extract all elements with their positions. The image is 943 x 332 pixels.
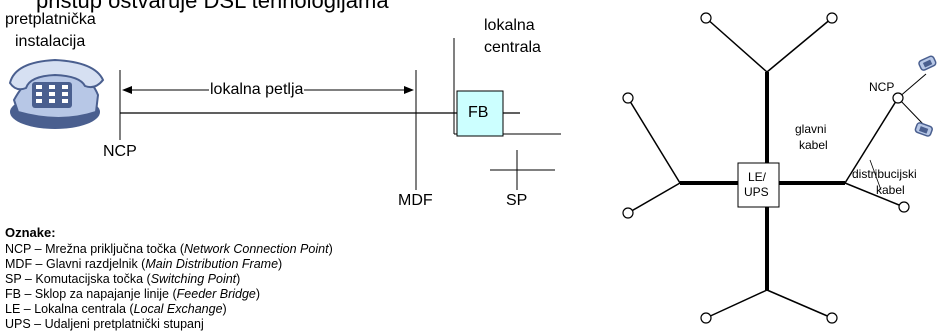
subscriber-label-2: instalacija bbox=[15, 33, 86, 50]
legend-item: UPS – Udaljeni pretplatnički stupanj bbox=[5, 317, 204, 331]
page-title: pristup ostvaruje DSL tehnologijama bbox=[36, 0, 389, 13]
telephone-icon bbox=[8, 58, 105, 129]
center-label-2: UPS bbox=[744, 185, 769, 199]
exchange-label-1: lokalna bbox=[484, 17, 535, 34]
arrow-right-icon bbox=[404, 86, 414, 94]
node-circle bbox=[700, 312, 712, 324]
legend-item: NCP – Mrežna priključna točka (Network C… bbox=[5, 242, 333, 256]
node-circle bbox=[826, 312, 838, 324]
legend-item: MDF – Glavni razdjelnik (Main Distributi… bbox=[5, 257, 283, 271]
legend-item: SP – Komutacijska točka (Switching Point… bbox=[5, 272, 241, 286]
node-circle bbox=[700, 12, 712, 24]
legend-item: FB – Sklop za napajanje linije (Feeder B… bbox=[5, 287, 261, 301]
legend-item: LE – Lokalna centrala (Local Exchange) bbox=[5, 302, 227, 316]
main-cable-label-1: glavni bbox=[795, 122, 827, 136]
dist-cable-label-2: kabel bbox=[876, 183, 905, 197]
main-cable-label-2: kabel bbox=[799, 138, 828, 152]
center-label-1: LE/ bbox=[748, 170, 767, 184]
fb-box bbox=[456, 90, 504, 137]
exchange-label-2: centrala bbox=[484, 39, 541, 56]
legend-title: Oznake: bbox=[5, 225, 56, 240]
dist-cable-label-1: distribucijski bbox=[852, 167, 917, 181]
le-ups-box bbox=[737, 162, 780, 208]
small-telephone-icon bbox=[914, 122, 933, 137]
arrow-left-icon bbox=[122, 86, 132, 94]
node-circle bbox=[622, 207, 634, 219]
fb-label: FB bbox=[468, 104, 489, 121]
ncp-label: NCP bbox=[103, 143, 137, 160]
node-circle bbox=[826, 12, 838, 24]
sp-label: SP bbox=[506, 192, 528, 209]
node-circle bbox=[622, 92, 634, 104]
node-circle bbox=[898, 201, 910, 213]
node-circles bbox=[622, 12, 910, 324]
subscriber-label-1: pretplatnička bbox=[5, 11, 96, 28]
legend-list: NCP – Mrežna priključna točka (Network C… bbox=[5, 242, 333, 332]
loop-label: lokalna petlja bbox=[209, 81, 305, 99]
ncp-star-label: NCP bbox=[869, 80, 895, 94]
small-telephone-icon bbox=[918, 55, 937, 71]
mdf-label: MDF bbox=[398, 192, 433, 209]
ncp-node-circle bbox=[892, 92, 904, 104]
